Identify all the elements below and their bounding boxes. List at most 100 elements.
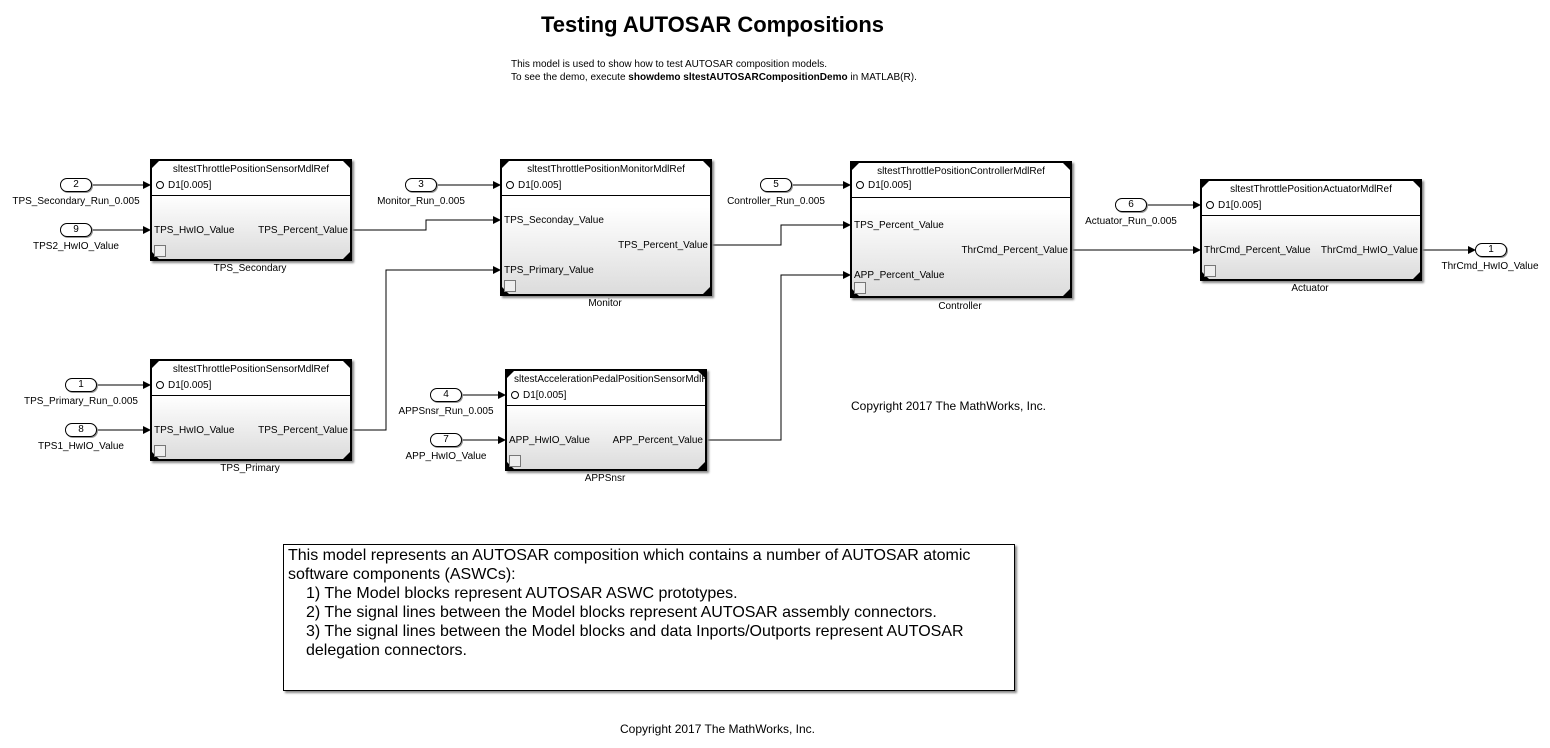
referenced-model-name: sltestThrottlePositionActuatorMdlRef (1230, 184, 1392, 195)
model-reference-icon (154, 445, 166, 457)
clock-icon (156, 181, 164, 189)
inport-7-label: APP_HwIO_Value (405, 451, 487, 462)
model-reference-icon (504, 280, 516, 292)
block-corner (507, 371, 514, 378)
block-label-tps-primary: TPS_Primary (220, 463, 280, 474)
block-corner (343, 161, 350, 168)
clock-icon (856, 181, 864, 189)
block-corner (698, 462, 705, 469)
block-corner (703, 161, 710, 168)
sample-rate: D1[0.005] (156, 380, 211, 391)
description-line-1: This model is used to show how to test A… (511, 59, 828, 70)
wire-appsnsr-to-controller[interactable] (707, 271, 851, 441)
inport-1-label: TPS_Primary_Run_0.005 (24, 396, 138, 407)
block-label-appsnsr: APPSnsr (584, 473, 626, 484)
block-label-actuator: Actuator (1291, 283, 1329, 294)
sample-rate: D1[0.005] (156, 180, 211, 191)
outport-1[interactable]: 1 (1475, 243, 1507, 257)
clock-icon (506, 181, 514, 189)
block-divider (852, 197, 1070, 198)
inport-2[interactable]: 2 (60, 178, 92, 192)
inport-3-label: Monitor_Run_0.005 (377, 196, 465, 207)
inport-7[interactable]: 7 (430, 433, 462, 447)
diagram-title: Testing AUTOSAR Compositions (540, 12, 885, 37)
inport-5[interactable]: 5 (760, 178, 792, 192)
sample-rate-text: D1[0.005] (868, 180, 912, 191)
model-block-controller[interactable]: sltestThrottlePositionControllerMdlRef D… (850, 161, 1072, 298)
description-suffix: in MATLAB(R). (847, 72, 917, 83)
inport-2-label: TPS_Secondary_Run_0.005 (12, 196, 140, 207)
sample-rate-text: D1[0.005] (1218, 200, 1262, 211)
model-block-actuator[interactable]: sltestThrottlePositionActuatorMdlRef D1[… (1200, 179, 1422, 281)
referenced-model-name: sltestThrottlePositionSensorMdlRef (172, 164, 330, 175)
block-corner (343, 361, 350, 368)
description-line-2: To see the demo, execute showdemo sltest… (511, 71, 917, 84)
model-reference-icon (154, 245, 166, 257)
copyright-note: Copyright 2017 The MathWorks, Inc. (851, 399, 1046, 413)
block-label-controller: Controller (938, 301, 982, 312)
block-corner (852, 163, 859, 170)
block-corner (502, 161, 509, 168)
block-corner (343, 252, 350, 259)
inport-6[interactable]: 6 (1115, 198, 1147, 212)
description-text: This model is used to show how to test A… (511, 58, 917, 84)
model-block-tps-primary[interactable]: sltestThrottlePositionSensorMdlRef D1[0.… (150, 359, 352, 461)
block-label-monitor: Monitor (588, 298, 622, 309)
input-port-label: ThrCmd_Percent_Value (1204, 245, 1311, 256)
output-port-label: APP_Percent_Value (612, 435, 703, 446)
block-corner (1413, 181, 1420, 188)
model-reference-icon (509, 455, 521, 467)
demo-command: showdemo sltestAUTOSARCompositionDemo (628, 72, 848, 83)
description-prefix: To see the demo, execute (511, 72, 629, 83)
block-divider (152, 195, 350, 196)
annotation-item-1: 1) The Model blocks represent AUTOSAR AS… (306, 585, 738, 602)
model-reference-icon (854, 282, 866, 294)
model-block-monitor[interactable]: sltestThrottlePositionMonitorMdlRef D1[0… (500, 159, 712, 296)
inport-4[interactable]: 4 (430, 388, 462, 402)
inport-8[interactable]: 8 (65, 423, 97, 437)
block-divider (507, 405, 705, 406)
clock-icon (1206, 201, 1214, 209)
block-corner (1413, 272, 1420, 279)
input-port-label: TPS_HwIO_Value (154, 225, 235, 236)
inport-1[interactable]: 1 (65, 378, 97, 392)
block-divider (152, 395, 350, 396)
referenced-model-name: sltestThrottlePositionMonitorMdlRef (527, 164, 685, 175)
clock-icon (156, 381, 164, 389)
block-corner (698, 371, 705, 378)
wire-monitor-to-controller[interactable] (712, 221, 851, 246)
inport-8-label: TPS1_HwIO_Value (38, 441, 124, 452)
block-corner (1202, 181, 1209, 188)
inport-9[interactable]: 9 (60, 223, 92, 237)
sample-rate-text: D1[0.005] (523, 390, 567, 401)
model-reference-icon (1204, 265, 1216, 277)
block-corner (152, 161, 159, 168)
input-port-label: TPS_Percent_Value (854, 220, 944, 231)
sample-rate: D1[0.005] (1206, 200, 1261, 211)
outport-1-label: ThrCmd_HwIO_Value (1441, 261, 1539, 272)
annotation-item-3: 3) The signal lines between the Model bl… (306, 623, 964, 659)
input-port-label: TPS_Primary_Value (504, 265, 594, 276)
annotation-item-2: 2) The signal lines between the Model bl… (306, 604, 937, 621)
block-label-tps-secondary: TPS_Secondary (213, 263, 287, 274)
block-divider (502, 195, 710, 196)
block-corner (703, 287, 710, 294)
input-port-label: TPS_Seconday_Value (504, 215, 604, 226)
wire-tps-primary-to-monitor[interactable] (352, 266, 501, 431)
annotation-box[interactable]: This model represents an AUTOSAR composi… (283, 544, 1015, 691)
referenced-model-name: sltestThrottlePositionControllerMdlRef (877, 166, 1045, 177)
referenced-model-name: sltestThrottlePositionSensorMdlRef (172, 364, 330, 375)
block-corner (1063, 163, 1070, 170)
sample-rate: D1[0.005] (506, 180, 561, 191)
sample-rate-text: D1[0.005] (168, 380, 212, 391)
inport-3[interactable]: 3 (405, 178, 437, 192)
wire-tps-secondary-to-monitor[interactable] (352, 216, 501, 231)
referenced-model-name: sltestAccelerationPedalPositionSensorMdl… (514, 374, 705, 385)
sample-rate: D1[0.005] (511, 390, 566, 401)
block-corner (343, 452, 350, 459)
model-block-appsnsr[interactable]: sltestAccelerationPedalPositionSensorMdl… (505, 369, 707, 471)
model-block-tps-secondary[interactable]: sltestThrottlePositionSensorMdlRef D1[0.… (150, 159, 352, 261)
annotation-intro: This model represents an AUTOSAR composi… (288, 547, 971, 583)
